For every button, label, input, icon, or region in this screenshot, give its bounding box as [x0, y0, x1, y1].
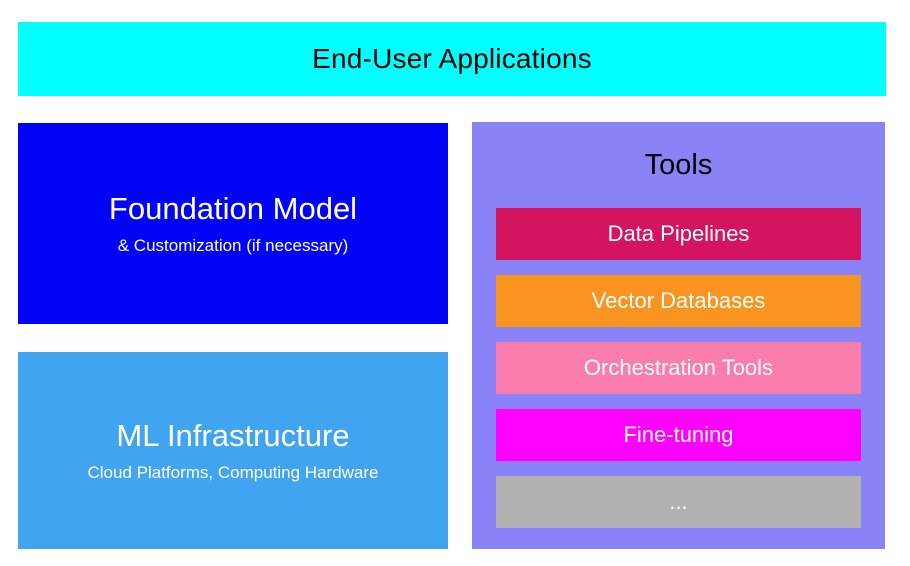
- foundation-model-box: Foundation Model & Customization (if nec…: [18, 123, 448, 324]
- tools-panel: Tools Data Pipelines Vector Databases Or…: [472, 122, 885, 549]
- end-user-applications-label: End-User Applications: [312, 43, 592, 74]
- ml-infrastructure-subtitle: Cloud Platforms, Computing Hardware: [87, 462, 379, 482]
- tools-list: Data Pipelines Vector Databases Orchestr…: [472, 208, 885, 528]
- foundation-model-subtitle: & Customization (if necessary): [117, 235, 349, 255]
- ml-infrastructure-title: ML Infrastructure: [116, 418, 350, 454]
- foundation-model-title: Foundation Model: [108, 191, 358, 227]
- tools-panel-title: Tools: [644, 148, 713, 181]
- tool-item-data-pipelines: Data Pipelines: [496, 208, 861, 260]
- tool-item-vector-databases: Vector Databases: [496, 275, 861, 327]
- tool-item-fine-tuning: Fine-tuning: [496, 409, 861, 461]
- tool-item-ellipsis: ...: [496, 476, 861, 528]
- tool-item-orchestration-tools: Orchestration Tools: [496, 342, 861, 394]
- end-user-applications-box: End-User Applications: [18, 22, 886, 96]
- ml-infrastructure-box: ML Infrastructure Cloud Platforms, Compu…: [18, 352, 448, 549]
